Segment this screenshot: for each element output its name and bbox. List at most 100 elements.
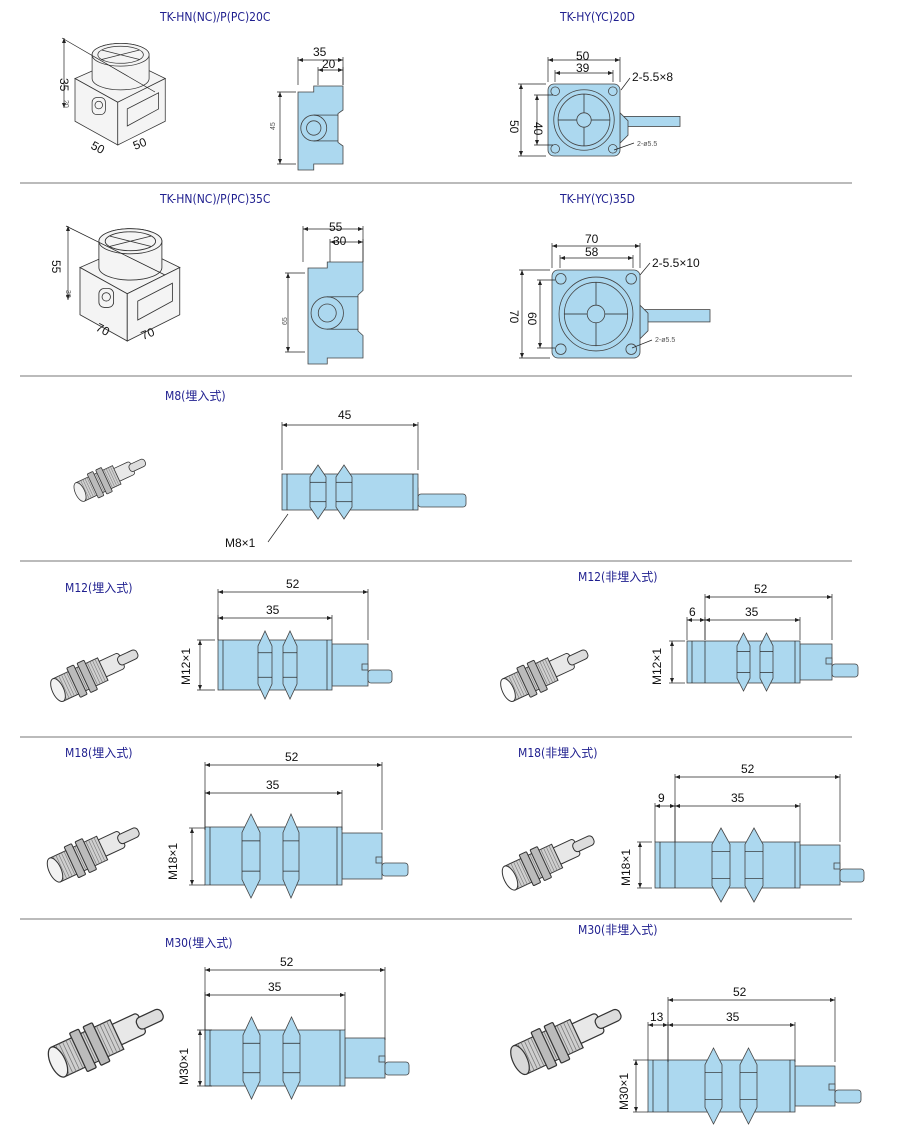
thread xyxy=(556,1025,571,1055)
thread xyxy=(513,861,525,886)
threaded-body xyxy=(204,1029,346,1087)
led xyxy=(833,862,841,870)
thread xyxy=(108,467,118,487)
thread xyxy=(80,480,90,499)
cable xyxy=(128,458,147,472)
thread xyxy=(566,1020,581,1050)
sensing-face xyxy=(500,678,516,702)
extension-line xyxy=(65,225,166,276)
thread xyxy=(62,1041,77,1072)
thread xyxy=(96,1025,111,1056)
dim-label: 52 xyxy=(733,985,747,999)
thread xyxy=(63,851,76,876)
nut xyxy=(63,843,86,878)
sensing-face xyxy=(510,1044,530,1076)
gland-hole xyxy=(306,120,322,136)
thread xyxy=(536,662,548,686)
hex-nut xyxy=(282,812,300,900)
dim-label: 50 xyxy=(576,49,590,63)
dim-label: 65 xyxy=(282,317,289,325)
hex-nut xyxy=(759,632,774,692)
thread xyxy=(99,1024,114,1055)
title-m30e: M30(埋入式) xyxy=(165,936,232,950)
arrowhead xyxy=(298,58,343,62)
thread xyxy=(518,859,531,884)
sensor-photo-icon xyxy=(47,1008,164,1078)
thread xyxy=(105,468,115,488)
cable xyxy=(834,1089,862,1104)
sensor-photo-icon xyxy=(501,835,595,891)
dim-label: 70 xyxy=(507,310,521,324)
thread xyxy=(516,860,528,885)
dim-label: 52 xyxy=(280,955,294,969)
title-hy35d: TK-HY(YC)35D xyxy=(559,192,635,206)
thread xyxy=(61,674,73,698)
dim-label: 50 xyxy=(89,138,108,157)
cable xyxy=(117,827,140,845)
dim-label: 45 xyxy=(338,408,352,422)
dim-label: 55 xyxy=(49,260,63,274)
sensor-photo-icon xyxy=(46,827,140,883)
sensing-face xyxy=(46,857,64,883)
face-cross xyxy=(109,235,152,247)
cable xyxy=(567,649,589,666)
title-hn35c: TK-HN(NC)/P(PC)35C xyxy=(159,192,270,206)
leader-line xyxy=(613,142,635,151)
nut xyxy=(76,659,98,693)
thread-label: M30×1 xyxy=(177,1048,191,1085)
arrowhead xyxy=(655,804,675,808)
sensor-photo-icon xyxy=(510,1008,622,1076)
hex-nut xyxy=(242,1016,261,1100)
led xyxy=(378,1055,386,1063)
cable xyxy=(367,669,393,684)
thread xyxy=(84,478,94,498)
dim-label: 6 xyxy=(689,605,696,619)
thread xyxy=(106,1021,121,1052)
title-m18n: M18(非埋入式) xyxy=(518,746,597,760)
mounting-hole xyxy=(625,343,637,355)
thread xyxy=(102,1022,118,1053)
sensing-face xyxy=(47,1046,69,1078)
title-m8: M8(埋入式) xyxy=(165,389,226,403)
thread-label: M8×1 xyxy=(225,536,256,550)
thread xyxy=(92,660,104,683)
nut xyxy=(530,1028,558,1070)
cable xyxy=(831,663,859,678)
sensing-face xyxy=(73,482,87,502)
leader-line xyxy=(639,262,651,276)
leader-line xyxy=(631,339,653,349)
nut xyxy=(529,846,552,881)
thread xyxy=(86,477,96,497)
drawings xyxy=(46,37,865,1125)
thread xyxy=(542,660,554,683)
mounting-note: 2-5.5×8 xyxy=(632,70,673,84)
thread xyxy=(63,673,75,697)
cable xyxy=(572,835,595,853)
gland-hole xyxy=(317,303,337,323)
thread xyxy=(563,1022,577,1051)
arrowhead xyxy=(670,641,674,683)
hex-nut xyxy=(282,1016,301,1100)
hex-nut xyxy=(711,827,731,903)
thread xyxy=(508,675,520,699)
sensor-photo-icon xyxy=(73,458,147,502)
thread xyxy=(82,1032,97,1063)
thread xyxy=(540,849,553,874)
nut xyxy=(82,1022,111,1066)
thread xyxy=(526,667,538,691)
dim-label: 70 xyxy=(94,320,113,339)
thread xyxy=(90,838,103,863)
dim-label: 45 xyxy=(270,122,277,130)
thread-label: M30×1 xyxy=(617,1073,631,1110)
label-window xyxy=(137,282,173,321)
title-hy20d: TK-HY(YC)20D xyxy=(559,10,635,24)
cable xyxy=(384,1061,410,1076)
thread-label: M18×1 xyxy=(619,849,633,886)
mounting-hole xyxy=(608,86,618,96)
led xyxy=(361,663,369,671)
center-hole xyxy=(586,304,606,324)
dim-label: 50 xyxy=(131,135,149,153)
thread xyxy=(95,473,105,493)
leader-line xyxy=(620,77,631,91)
cable xyxy=(381,862,409,877)
